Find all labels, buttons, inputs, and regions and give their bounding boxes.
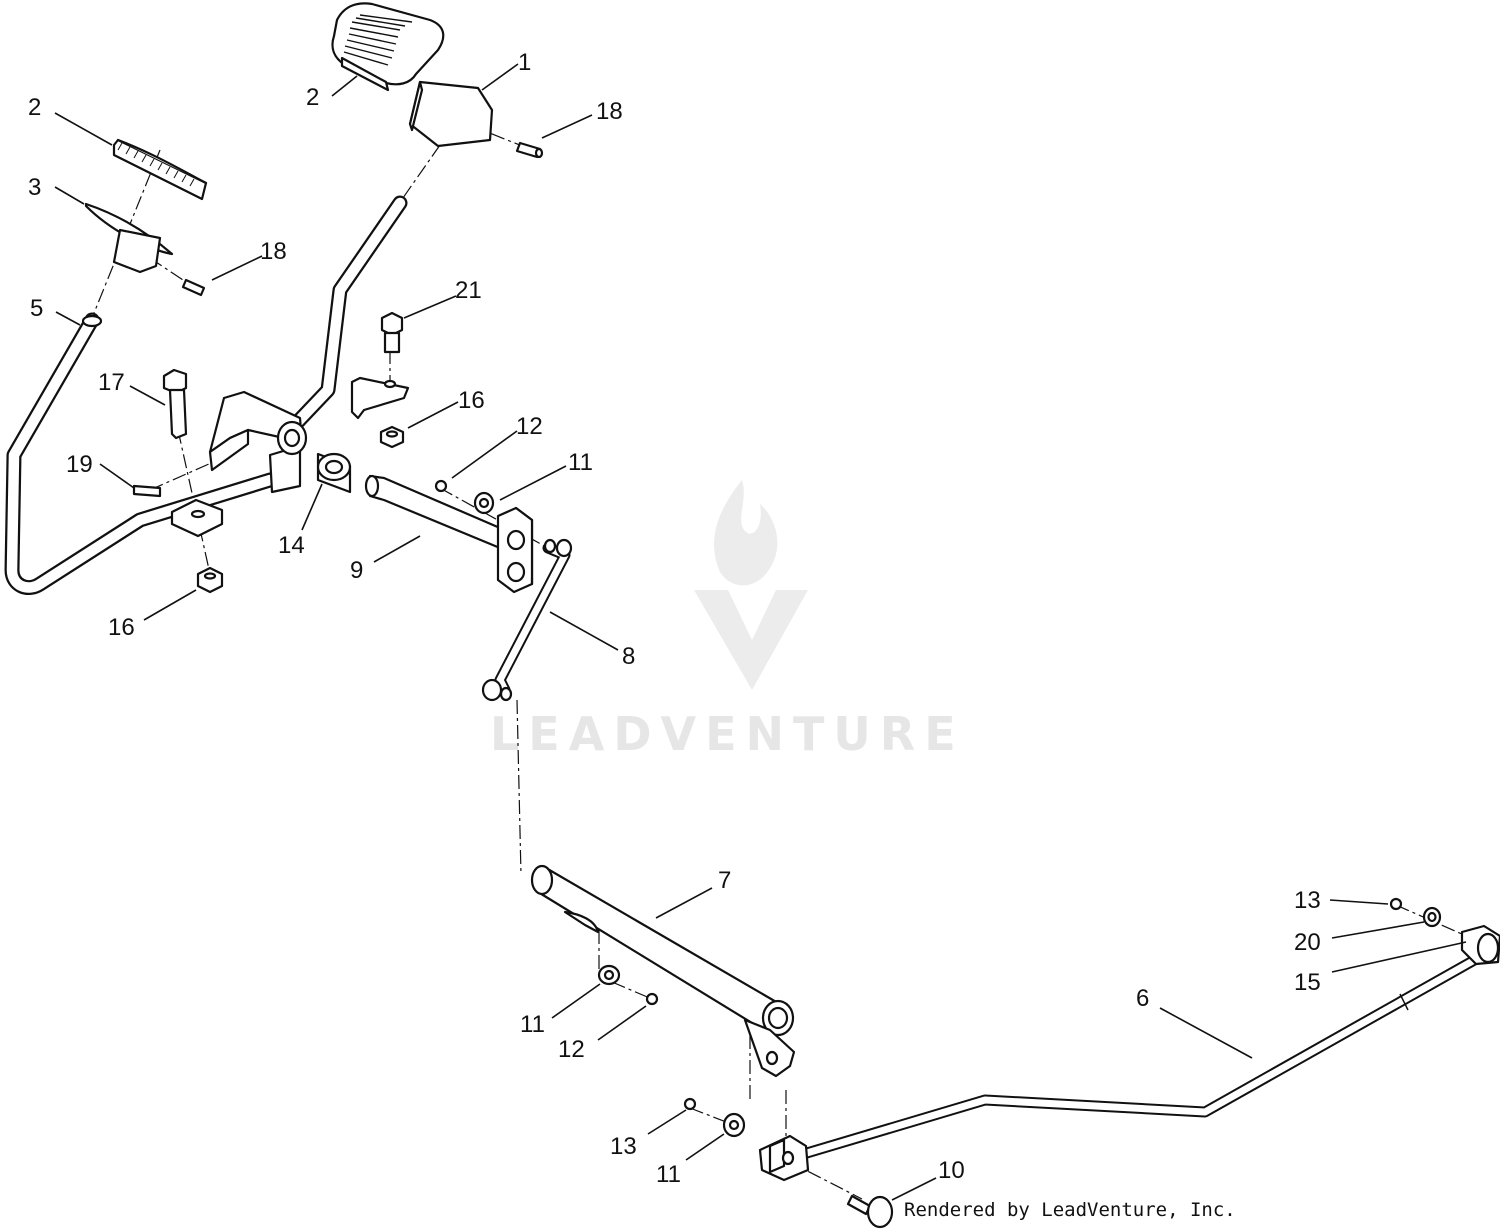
watermark-v-icon [694, 590, 808, 690]
pivot-housing [208, 390, 308, 494]
callout-21: 21 [455, 277, 482, 304]
clamp-block [170, 498, 224, 538]
nut-16-upper [379, 425, 405, 449]
callout-13: 13 [1294, 887, 1321, 914]
callout-14: 14 [278, 532, 305, 559]
callout-20: 20 [1294, 929, 1321, 956]
right-pedal-arm [408, 80, 494, 148]
e-clip-12-upper [434, 479, 448, 493]
link-rod-8 [481, 538, 573, 702]
washer-11-middle [597, 964, 621, 986]
watermark-flame-icon [714, 480, 778, 586]
clevis-pin-10 [846, 1194, 894, 1229]
washer-11-upper [473, 491, 495, 515]
e-clip-13-lower [683, 1097, 697, 1111]
right-roll-pin [515, 141, 544, 159]
washer-20 [1422, 906, 1442, 928]
right-pedal-rod [282, 195, 408, 438]
callout-13: 13 [610, 1133, 637, 1160]
callout-labels: 1 2 2 3 18 18 5 21 17 16 12 19 11 14 9 1… [28, 49, 1321, 1188]
right-pedal-pad [331, 2, 445, 92]
callout-8: 8 [622, 643, 635, 670]
e-clip-12-lower [645, 992, 659, 1006]
callout-18: 18 [260, 238, 287, 265]
callout-11: 11 [656, 1161, 681, 1188]
callout-11: 11 [520, 1011, 545, 1038]
bolt-21 [380, 311, 404, 354]
clevis [758, 1134, 810, 1182]
left-pedal-tube [4, 312, 278, 595]
callout-10: 10 [938, 1157, 965, 1184]
explode-lines [91, 114, 1481, 1200]
washer-11-lower [722, 1112, 746, 1138]
callout-19: 19 [66, 451, 93, 478]
callout-2: 2 [28, 94, 41, 121]
callout-6: 6 [1136, 985, 1149, 1012]
leadventure-watermark: LEADVENTURE [490, 480, 965, 761]
render-credit: Rendered by LeadVenture, Inc. [904, 1199, 1236, 1221]
callout-17: 17 [98, 369, 125, 396]
pedal-bracket [350, 376, 410, 420]
callout-9: 9 [350, 557, 363, 584]
callout-7: 7 [718, 867, 731, 894]
callout-12: 12 [558, 1036, 585, 1063]
bolt-17 [162, 368, 188, 440]
leader-lines [54, 63, 1467, 1201]
tube-7 [530, 864, 795, 1037]
roll-pin-19 [132, 484, 162, 498]
nut-16-lower [196, 566, 224, 594]
callout-11: 11 [568, 449, 593, 476]
tube-arm [743, 1018, 796, 1078]
callout-16: 16 [108, 614, 135, 641]
callout-16: 16 [458, 387, 485, 414]
watermark-brand: LEADVENTURE [490, 707, 965, 761]
callout-12: 12 [516, 413, 543, 440]
callout-18: 18 [596, 98, 623, 125]
callout-2: 2 [306, 84, 319, 111]
left-pedal-pad [112, 138, 208, 201]
rod-6 [784, 952, 1484, 1164]
ferrule-15 [1460, 924, 1500, 966]
bushing-14 [316, 452, 352, 494]
callout-15: 15 [1294, 969, 1321, 996]
left-roll-pin [181, 278, 206, 297]
callout-1: 1 [518, 49, 531, 76]
callout-5: 5 [30, 295, 43, 322]
callout-3: 3 [28, 174, 41, 201]
shaft-arm [496, 506, 534, 594]
e-clip-13-upper [1389, 897, 1403, 911]
left-pedal-hub [112, 228, 162, 274]
